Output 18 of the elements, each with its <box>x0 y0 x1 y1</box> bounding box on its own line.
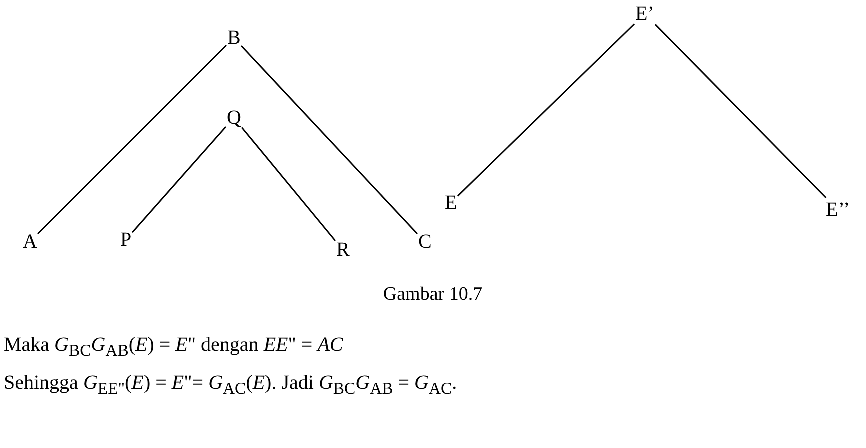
point-label: E <box>445 192 458 214</box>
line-segment <box>37 44 228 235</box>
figure-caption: Gambar 10.7 <box>383 284 483 305</box>
point-label: C <box>418 231 432 253</box>
line-segment <box>240 46 418 234</box>
point-label: P <box>120 229 132 251</box>
point-label: R <box>336 239 350 261</box>
equation-text: Maka G$_{BC}$G$_{AB}$(E) = E" dengan EE" = AC <box>4 334 344 361</box>
line-segment <box>132 126 227 234</box>
point-label: Q <box>227 107 242 129</box>
point-label: E’ <box>636 3 654 25</box>
line-segment <box>241 127 336 242</box>
line-segment <box>654 24 827 199</box>
point-label: E’’ <box>826 199 850 221</box>
line-segment <box>457 24 636 197</box>
point-label: A <box>23 231 38 253</box>
point-label: B <box>228 27 241 49</box>
equation-text: Sehingga G$_{EE"}$(E) = E"= G$_{AC}$(E). Jadi G$_{BC}$G$_{AB}$ = G$_{AC}$. <box>4 372 458 399</box>
